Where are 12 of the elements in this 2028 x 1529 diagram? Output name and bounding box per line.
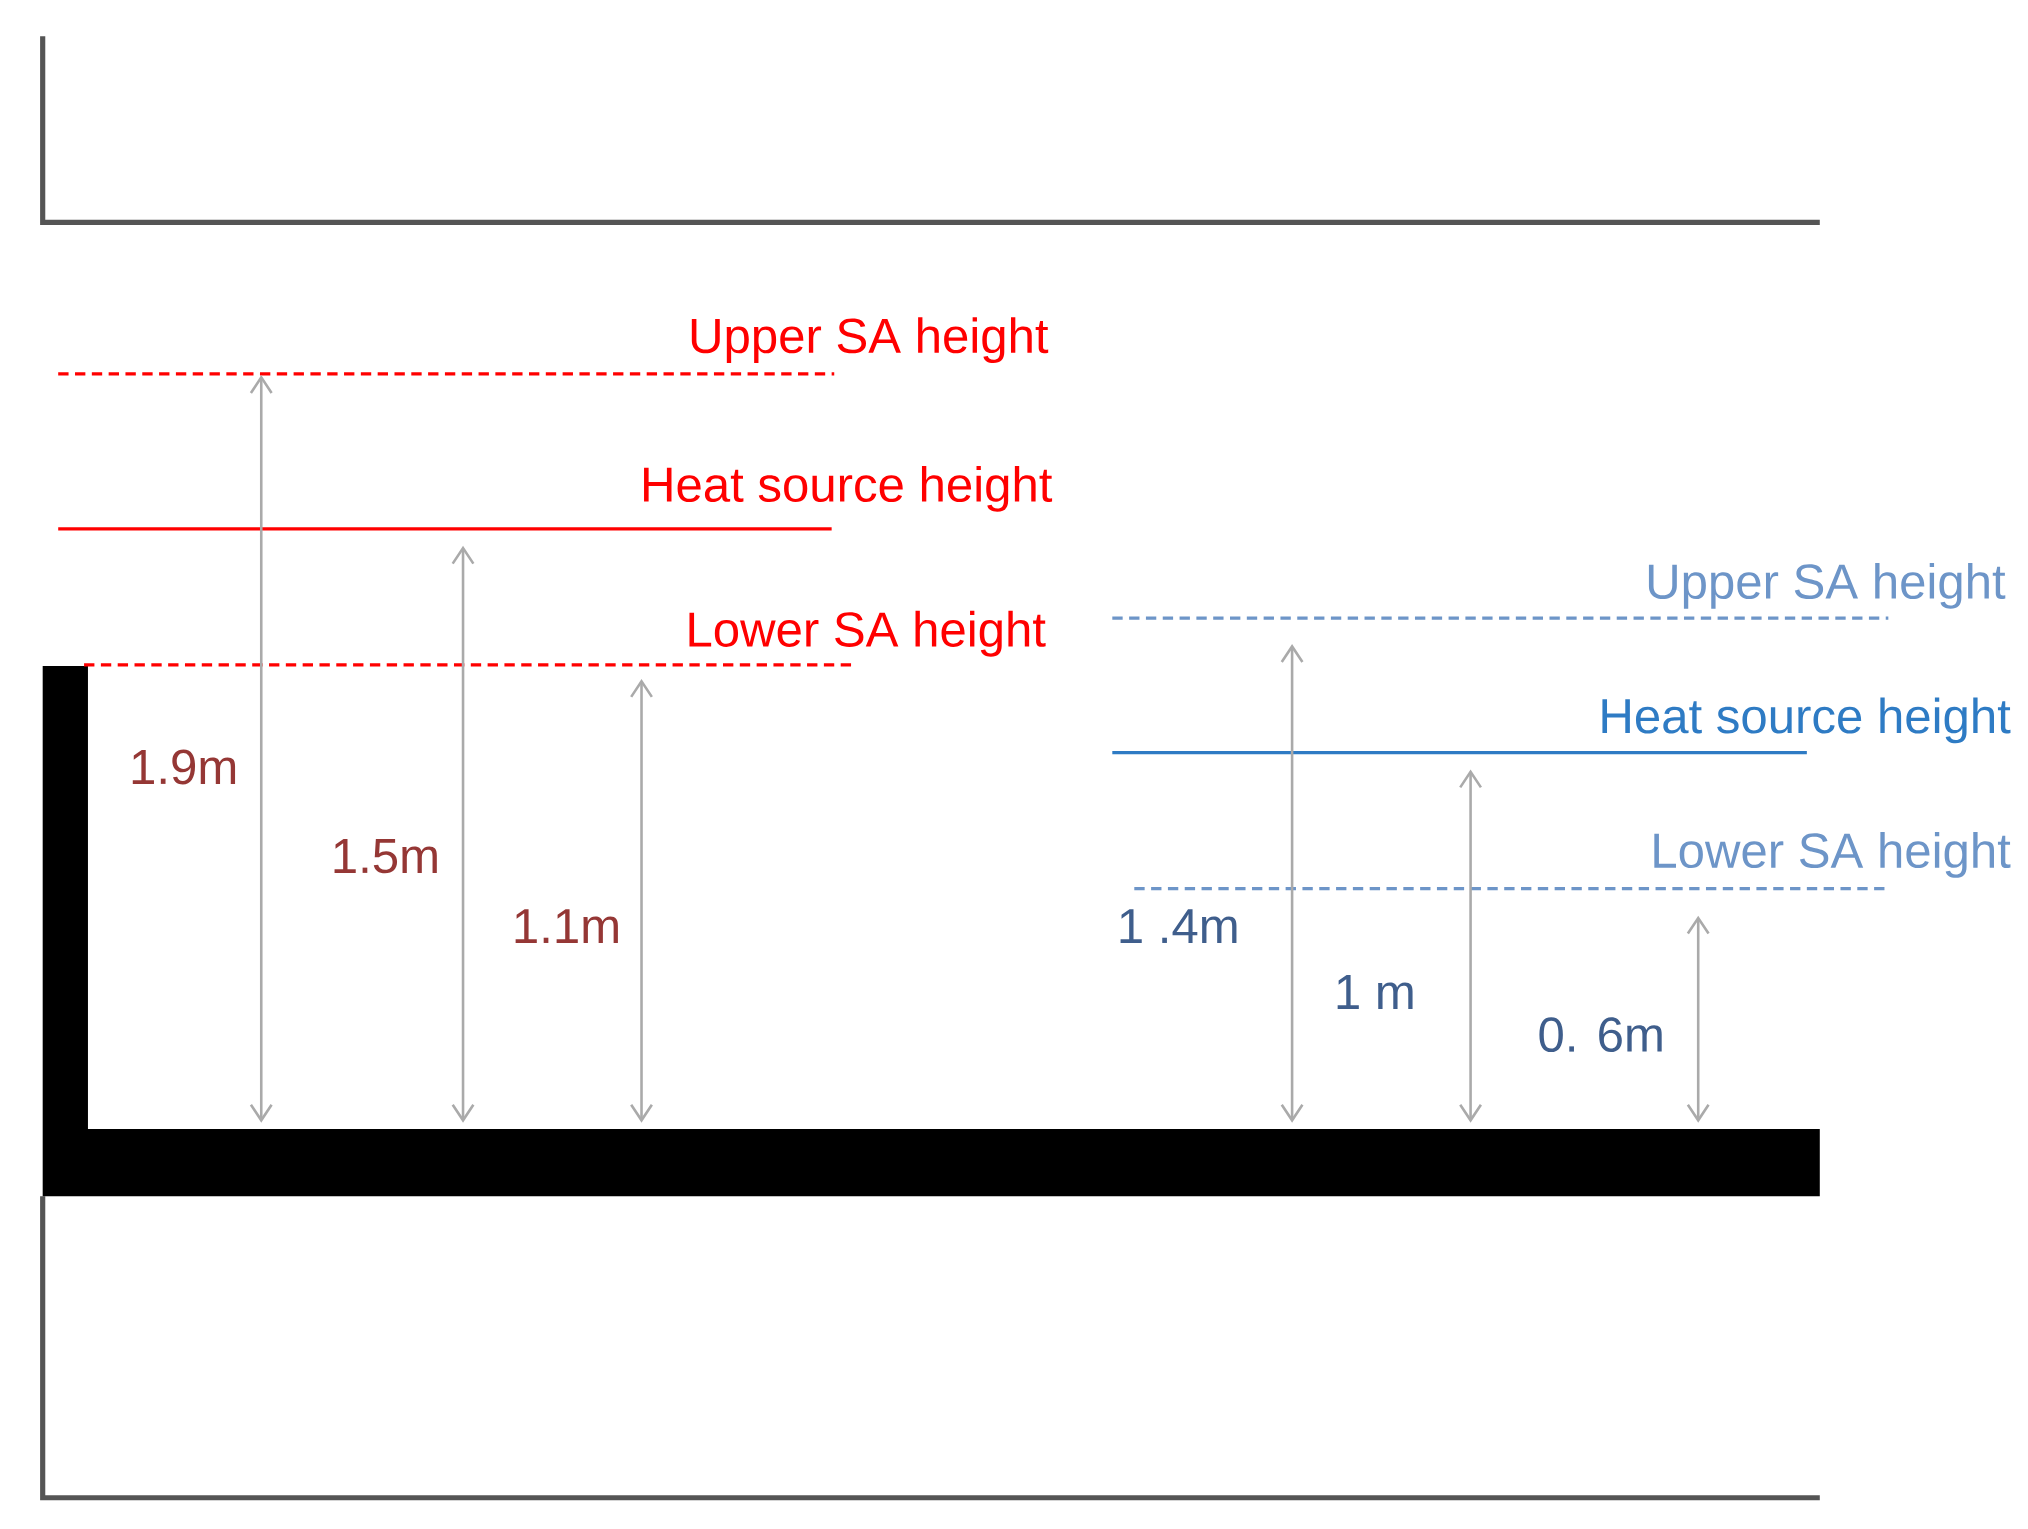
height-label: Heat source height: [644, 466, 1053, 512]
dimension-label: 1.5m: [334, 839, 437, 874]
dimension-label: 1.1m: [515, 909, 618, 944]
dimension-label: 1 m: [1337, 975, 1413, 1010]
height-label: Heat source height: [1602, 697, 2011, 744]
height-label: Upper SA height: [691, 317, 1049, 364]
dimension-label: 0. 6m: [1539, 1017, 1662, 1053]
dimension-label: 1.9m: [132, 749, 236, 785]
height-label: Upper SA height: [1648, 563, 2006, 609]
height-label: Lower SA height: [689, 610, 1046, 657]
height-label: Lower SA height: [1654, 832, 2011, 878]
dimension-label: 1 .4m: [1120, 909, 1237, 944]
